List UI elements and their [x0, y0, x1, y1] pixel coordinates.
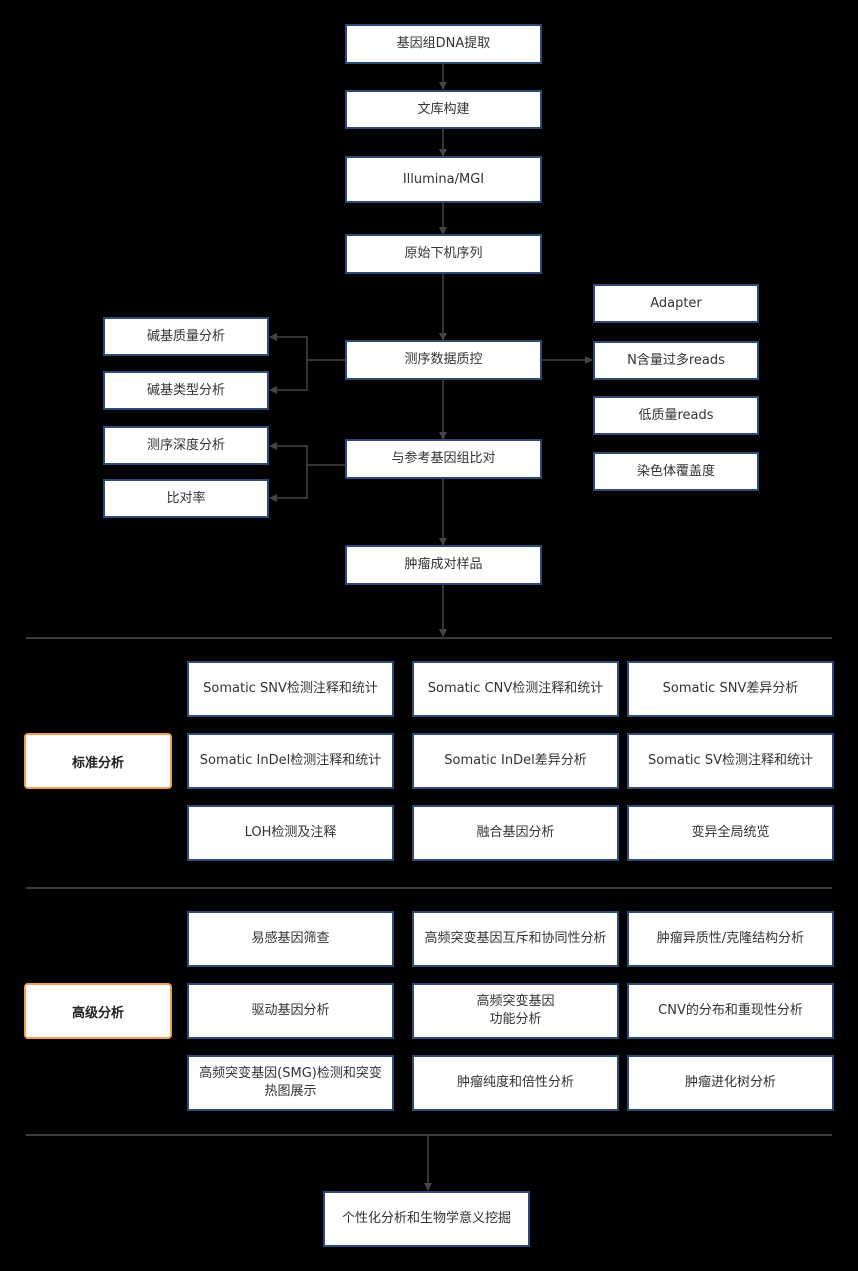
standard-item: Somatic SV检测注释和统计 — [627, 733, 834, 789]
standard-item: Somatic InDel差异分析 — [412, 733, 619, 789]
filter-n-content: N含量过多reads — [593, 341, 759, 380]
library-construction-step: 文库构建 — [345, 90, 542, 129]
advanced-item: CNV的分布和重现性分析 — [627, 983, 834, 1039]
arrow-align-rate — [269, 465, 308, 502]
base-quality-analysis: 碱基质量分析 — [103, 317, 269, 356]
advanced-item: 高频突变基因(SMG)检测和突变 热图展示 — [187, 1055, 394, 1111]
mapping-rate: 比对率 — [103, 479, 269, 518]
standard-item: Somatic SNV差异分析 — [627, 661, 834, 717]
standard-item: Somatic SNV检测注释和统计 — [187, 661, 394, 717]
advanced-analysis-label: 高级分析 — [24, 983, 172, 1039]
data-qc-step: 测序数据质控 — [345, 340, 542, 380]
tumor-pairs-step: 肿瘤成对样品 — [345, 545, 542, 585]
filter-chromosome-coverage: 染色体覆盖度 — [593, 452, 759, 491]
standard-item: 变异全局统览 — [627, 805, 834, 861]
filter-low-quality: 低质量reads — [593, 396, 759, 435]
standard-item: 融合基因分析 — [412, 805, 619, 861]
filter-adapter: Adapter — [593, 284, 759, 323]
base-type-analysis: 碱基类型分析 — [103, 371, 269, 410]
arrow-align-depth — [269, 442, 345, 466]
advanced-item: 高频突变基因 功能分析 — [412, 983, 619, 1039]
advanced-item: 高频突变基因互斥和协同性分析 — [412, 911, 619, 967]
standard-item: Somatic CNV检测注释和统计 — [412, 661, 619, 717]
sequencing-platform-step: Illumina/MGI — [345, 156, 542, 203]
advanced-item: 驱动基因分析 — [187, 983, 394, 1039]
arrow-qc-base-quality — [269, 333, 345, 361]
advanced-item: 易感基因筛查 — [187, 911, 394, 967]
advanced-item: 肿瘤纯度和倍性分析 — [412, 1055, 619, 1111]
standard-item: Somatic InDel检测注释和统计 — [187, 733, 394, 789]
advanced-item: 肿瘤异质性/克隆结构分析 — [627, 911, 834, 967]
dna-extraction-step: 基因组DNA提取 — [345, 24, 542, 64]
standard-analysis-label: 标准分析 — [24, 733, 172, 789]
alignment-step: 与参考基因组比对 — [345, 439, 542, 479]
final-step: 个性化分析和生物学意义挖掘 — [323, 1191, 530, 1247]
standard-item: LOH检测及注释 — [187, 805, 394, 861]
advanced-item: 肿瘤进化树分析 — [627, 1055, 834, 1111]
arrow-qc-base-type — [269, 360, 308, 394]
raw-reads-step: 原始下机序列 — [345, 234, 542, 274]
depth-analysis: 测序深度分析 — [103, 426, 269, 465]
